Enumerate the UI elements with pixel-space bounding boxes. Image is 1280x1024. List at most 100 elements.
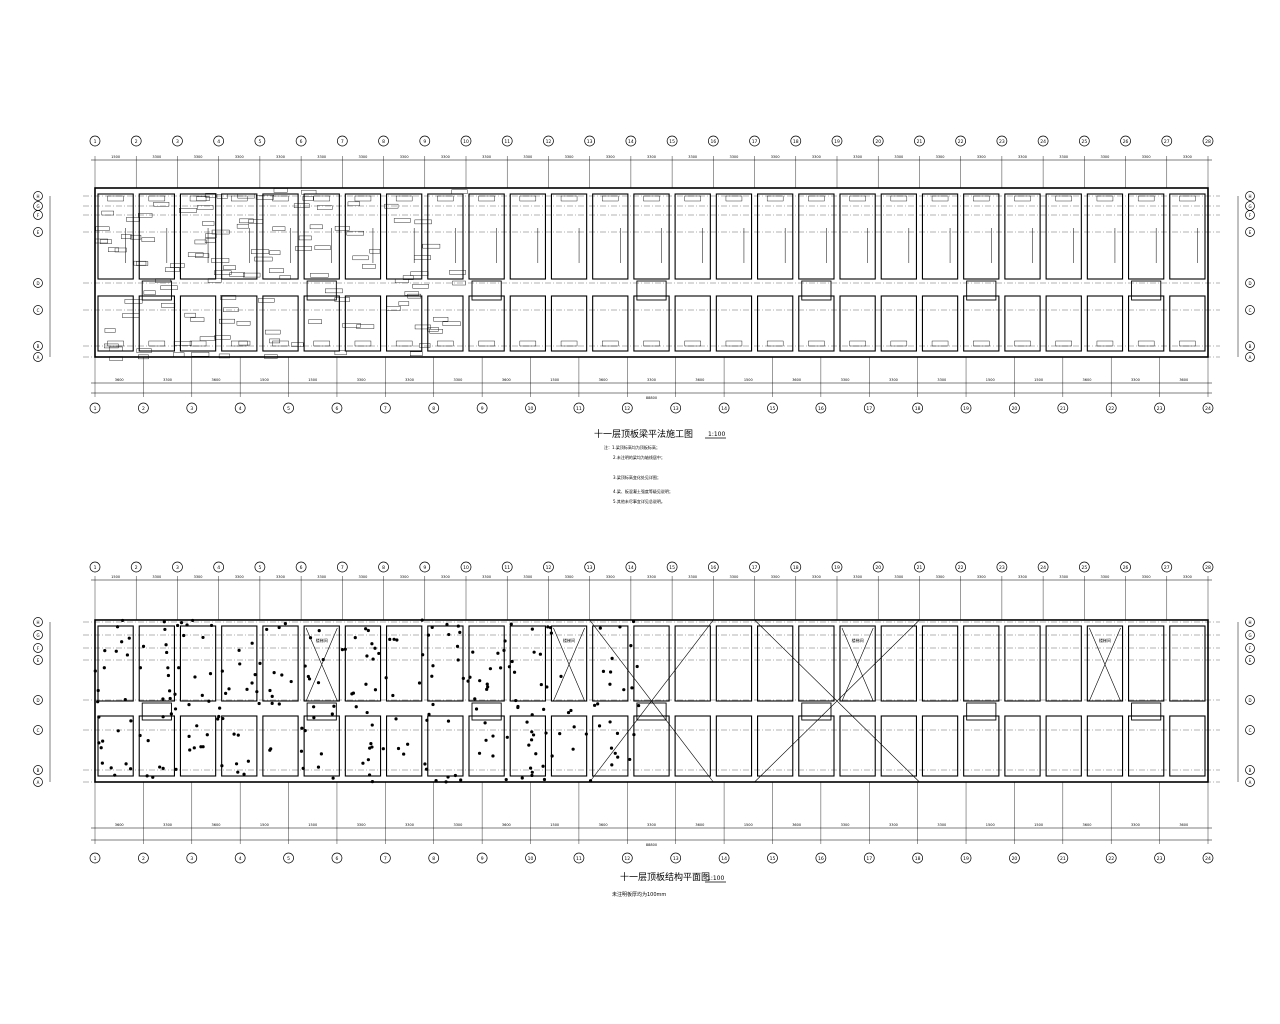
beam-tag <box>248 219 264 224</box>
stair-label: 楼梯间 <box>852 637 864 643</box>
axis-label: 14 <box>628 139 634 145</box>
axis-bubble <box>621 402 633 414</box>
axis-label: 27 <box>1164 565 1170 571</box>
axis-bubble <box>1245 227 1255 237</box>
rebar-dot <box>391 693 395 698</box>
beam-tag <box>114 247 127 253</box>
beam-tag <box>199 336 216 341</box>
axis-bubble <box>1161 135 1173 147</box>
axis-label: 15 <box>770 406 776 412</box>
rebar-dot <box>343 647 347 651</box>
axis-label: 21 <box>917 139 923 145</box>
beam-tag <box>205 193 217 198</box>
rebar-dot <box>559 674 563 678</box>
axis-label: 1 <box>94 406 97 412</box>
rebar-dot <box>509 622 513 626</box>
axis-bubble <box>379 852 391 864</box>
rebar-dot <box>628 757 632 762</box>
axis-bubble <box>666 135 678 147</box>
rebar-dot <box>444 780 448 784</box>
dim-value: 3600 <box>115 378 124 382</box>
rebar-dot <box>201 635 205 640</box>
rebar-dot <box>483 721 487 725</box>
axis-label: B <box>1249 768 1252 773</box>
rebar-dot <box>258 661 262 665</box>
axis-label: E <box>1249 230 1252 235</box>
rebar-dot <box>629 643 633 648</box>
axis-label: 20 <box>1012 856 1018 862</box>
beam-tag <box>437 195 454 202</box>
beam-tag <box>334 350 347 356</box>
axis-bubble <box>186 852 198 864</box>
rebar-dot <box>622 688 626 692</box>
beam-tag <box>643 195 660 202</box>
rebar-dot <box>195 724 199 728</box>
room-lower <box>1004 295 1041 352</box>
rebar-dot <box>124 762 128 766</box>
room-upper <box>921 193 959 280</box>
axis-bubble <box>331 852 343 864</box>
outer-wall <box>94 619 1209 783</box>
axis-label: 14 <box>721 406 727 412</box>
dim-value: 3300 <box>729 155 738 159</box>
beam-tag <box>107 340 124 347</box>
beam-tag <box>126 217 140 222</box>
room-lower <box>1086 715 1124 777</box>
axis-bubble <box>138 402 149 414</box>
room-upper <box>1045 625 1082 702</box>
axis-bubble <box>1202 852 1214 864</box>
axis-bubble <box>1245 352 1255 362</box>
room-upper <box>963 193 1000 280</box>
dim-value: 3300 <box>482 155 491 159</box>
room-upper <box>1128 193 1165 280</box>
dim-value: 3300 <box>317 575 326 579</box>
dim-value: 3300 <box>729 575 738 579</box>
axis-bubble <box>767 402 778 414</box>
axis-bubble <box>213 135 225 147</box>
dim-value: 3300 <box>441 155 450 159</box>
rebar-dot <box>597 724 602 728</box>
beam-tag <box>272 226 286 231</box>
rebar-dot <box>473 697 477 701</box>
rebar-dot <box>316 681 321 685</box>
rebar-dot <box>566 710 571 715</box>
beam-tag <box>173 352 185 357</box>
dim-total: 88800 <box>646 396 657 400</box>
rebar-dot <box>527 743 531 747</box>
rebar-dot <box>474 707 479 711</box>
beam-tag <box>412 284 429 289</box>
stair-core <box>801 280 832 301</box>
beam-tag <box>108 247 119 252</box>
rebar-dot <box>209 623 214 628</box>
beam-tag <box>393 218 411 223</box>
axis-bubble <box>1105 402 1117 414</box>
rebar-dot <box>371 657 375 661</box>
rebar-dot <box>158 765 162 769</box>
beam-tag <box>161 303 176 308</box>
rebar-dot <box>461 676 465 680</box>
room-upper <box>509 193 546 280</box>
axis-label: D <box>1248 698 1251 703</box>
rebar-dot <box>97 741 101 745</box>
axis-label: 10 <box>463 139 469 145</box>
top-plan-walls <box>94 187 1209 358</box>
dim-value: 3300 <box>894 575 903 579</box>
axis-bubble <box>254 561 266 573</box>
beam-tag <box>189 340 207 347</box>
axis-label: 4 <box>239 856 242 862</box>
dim-value: 3300 <box>565 155 574 159</box>
beam-tag <box>255 195 274 200</box>
room-lower <box>921 295 959 352</box>
room-upper <box>1169 193 1206 280</box>
axis-bubble <box>89 561 101 573</box>
axis-bubble <box>790 561 802 573</box>
axis-label: 19 <box>963 406 969 412</box>
beam-tag <box>190 317 205 322</box>
beam-tag <box>414 324 431 330</box>
rebar-dot <box>301 766 305 770</box>
axis-bubble <box>573 852 585 864</box>
beam-tag <box>451 189 468 194</box>
axis-label: 16 <box>710 139 716 145</box>
dim-value: 1500 <box>111 155 120 159</box>
